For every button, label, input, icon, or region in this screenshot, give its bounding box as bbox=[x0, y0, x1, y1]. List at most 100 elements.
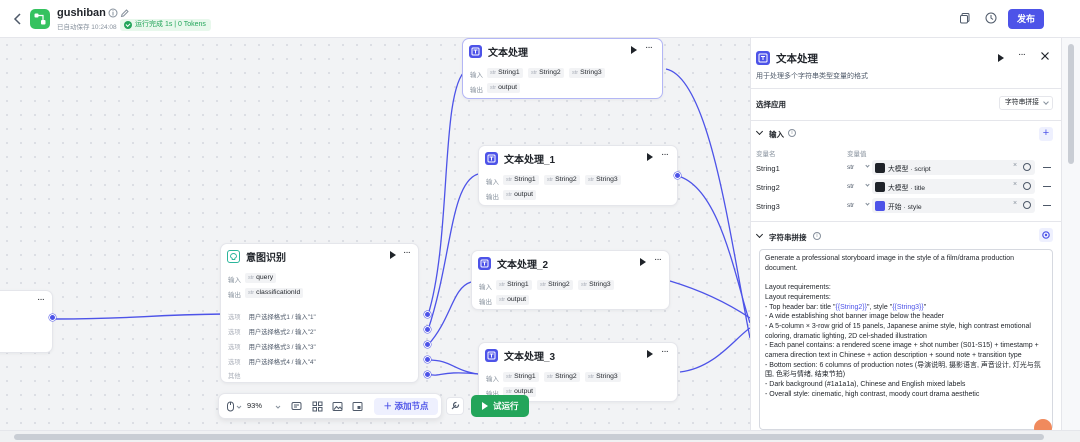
more-icon[interactable]: ··· bbox=[661, 346, 669, 357]
run-node-icon[interactable] bbox=[390, 251, 396, 259]
info-icon[interactable] bbox=[108, 8, 118, 18]
success-check-icon bbox=[124, 21, 132, 29]
concat-template-textarea[interactable]: Generate a professional storyboard image… bbox=[759, 249, 1053, 430]
trial-run-button[interactable]: 试运行 bbox=[471, 395, 529, 417]
run-node-icon[interactable] bbox=[647, 350, 653, 358]
chevron-down-icon[interactable] bbox=[236, 402, 242, 413]
var-type-select[interactable]: str bbox=[847, 161, 871, 174]
output-label: 输出 bbox=[228, 292, 241, 299]
panel-description: 用于处理多个字符串类型变量的格式 bbox=[756, 73, 868, 80]
app-select-dropdown[interactable]: 字符串拼接 bbox=[999, 96, 1053, 110]
comment-icon[interactable] bbox=[291, 401, 302, 412]
zoom-level[interactable]: 93% bbox=[247, 401, 263, 410]
output-port[interactable] bbox=[424, 326, 431, 333]
more-icon[interactable]: ··· bbox=[661, 149, 669, 160]
var-ref-input[interactable]: 大模型 · title × bbox=[872, 179, 1035, 194]
run-node-icon[interactable] bbox=[631, 46, 637, 54]
info-icon[interactable]: i bbox=[813, 232, 821, 240]
play-icon bbox=[482, 402, 488, 410]
back-chevron-icon[interactable] bbox=[10, 9, 26, 29]
var-type-select[interactable]: str bbox=[847, 199, 871, 212]
collapse-chevron-icon[interactable] bbox=[755, 230, 764, 239]
output-port[interactable] bbox=[424, 341, 431, 348]
output-label: 输出 bbox=[486, 388, 499, 398]
var-type-select[interactable]: str bbox=[847, 180, 871, 193]
target-icon[interactable] bbox=[1023, 182, 1031, 190]
more-icon[interactable]: ··· bbox=[1018, 49, 1026, 60]
remove-variable-icon[interactable] bbox=[1043, 186, 1051, 188]
history-icon[interactable] bbox=[984, 11, 998, 25]
run-node-icon[interactable] bbox=[640, 258, 646, 266]
target-icon[interactable] bbox=[1023, 163, 1031, 171]
start-node-icon bbox=[875, 200, 885, 211]
input-label: 输入 bbox=[486, 179, 499, 186]
clear-icon[interactable]: × bbox=[1013, 162, 1018, 169]
more-icon[interactable]: ··· bbox=[645, 42, 653, 53]
output-label: 输出 bbox=[479, 299, 492, 306]
collapse-chevron-icon[interactable] bbox=[755, 127, 764, 136]
clear-icon[interactable]: × bbox=[1013, 181, 1018, 188]
copy-icon[interactable] bbox=[958, 11, 972, 25]
add-node-button[interactable]: ＋ 添加节点 bbox=[374, 398, 438, 415]
intent-option: 选项用户选择格式1 / 输入"1" bbox=[228, 314, 316, 321]
more-icon[interactable]: ··· bbox=[37, 294, 45, 305]
divider bbox=[751, 221, 1061, 222]
run-node-icon[interactable] bbox=[647, 153, 653, 161]
autosave-status: 已自动保存 10:24:08 bbox=[57, 24, 117, 31]
run-status-text: 运行完成 1s | 0 Tokens bbox=[135, 21, 206, 28]
text-process-icon bbox=[485, 349, 498, 362]
output-port[interactable] bbox=[674, 172, 681, 179]
chevron-down-icon[interactable] bbox=[275, 402, 281, 413]
vertical-scrollbar[interactable] bbox=[1061, 38, 1080, 430]
output-port[interactable] bbox=[49, 314, 56, 321]
edit-icon[interactable] bbox=[120, 8, 130, 18]
llm-icon bbox=[875, 181, 885, 192]
node-title: 文本处理 bbox=[488, 48, 528, 59]
var-ref-input[interactable]: 大模型 · script × bbox=[872, 160, 1035, 175]
info-icon[interactable]: i bbox=[788, 129, 796, 137]
mouse-mode-icon[interactable] bbox=[225, 401, 236, 412]
publish-button[interactable]: 发布 bbox=[1008, 9, 1044, 29]
target-icon[interactable] bbox=[1023, 201, 1031, 209]
start-node-partial[interactable]: ··· bbox=[0, 290, 53, 353]
remove-variable-icon[interactable] bbox=[1043, 205, 1051, 207]
var-ref-input[interactable]: 开始 · style × bbox=[872, 198, 1035, 213]
horizontal-scrollbar[interactable] bbox=[0, 430, 1080, 442]
remove-variable-icon[interactable] bbox=[1043, 167, 1051, 169]
assistant-avatar[interactable] bbox=[1034, 419, 1052, 430]
more-icon[interactable]: ··· bbox=[403, 247, 411, 258]
output-port[interactable] bbox=[424, 356, 431, 363]
text-process-icon bbox=[756, 51, 770, 65]
clear-icon[interactable]: × bbox=[1013, 200, 1018, 207]
close-icon[interactable] bbox=[1039, 50, 1051, 62]
grid-layout-icon[interactable] bbox=[312, 401, 323, 412]
settings-gear-icon[interactable] bbox=[1039, 228, 1053, 242]
more-icon[interactable]: ··· bbox=[654, 254, 662, 265]
image-icon[interactable] bbox=[332, 401, 343, 412]
add-variable-button[interactable]: + bbox=[1039, 127, 1053, 141]
llm-icon bbox=[875, 162, 885, 173]
node-title: 文本处理_2 bbox=[497, 260, 549, 271]
minimap-icon[interactable] bbox=[352, 401, 363, 412]
input-section-title: 输入 bbox=[769, 130, 784, 139]
run-node-icon[interactable] bbox=[998, 54, 1004, 62]
output-port[interactable] bbox=[424, 371, 431, 378]
debug-tool-icon[interactable] bbox=[446, 397, 464, 415]
output-port[interactable] bbox=[424, 311, 431, 318]
